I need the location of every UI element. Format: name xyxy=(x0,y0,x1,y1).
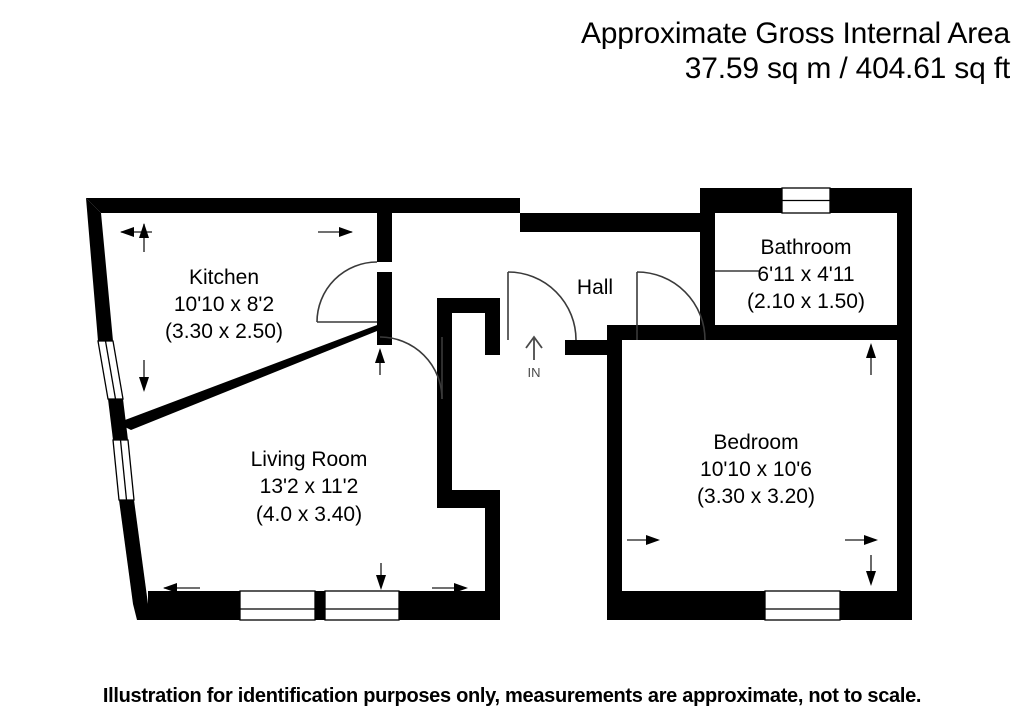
room-labels: Kitchen 10'10 x 8'2 (3.30 x 2.50) Living… xyxy=(165,236,865,526)
room-label-kitchen: Kitchen 10'10 x 8'2 (3.30 x 2.50) xyxy=(165,266,283,343)
window-group xyxy=(97,187,841,621)
kitchen-name: Kitchen xyxy=(189,266,259,289)
living-room-name: Living Room xyxy=(251,448,368,471)
wall-hall-left-lower-jog xyxy=(437,490,500,508)
wall-group-outer xyxy=(86,188,912,620)
wall-left-slant-midblock xyxy=(108,399,128,440)
kitchen-dim-metric: (3.30 x 2.50) xyxy=(165,320,283,343)
wall-bedroom-left xyxy=(607,340,622,620)
wall-living-right xyxy=(485,490,500,620)
room-label-living-room: Living Room 13'2 x 11'2 (4.0 x 3.40) xyxy=(251,448,368,526)
wall-top-bathroom-left xyxy=(700,188,782,213)
entrance-label: IN xyxy=(528,365,541,380)
dimension-bedroom-top-vert xyxy=(866,343,876,375)
bathroom-name: Bathroom xyxy=(760,236,851,259)
wall-top-bathroom-right xyxy=(830,188,912,213)
disclaimer-text: Illustration for identification purposes… xyxy=(102,685,922,707)
door-kitchen xyxy=(316,261,378,323)
wall-hall-left-jog xyxy=(485,298,500,355)
dimension-kitchen-bottom-vert xyxy=(139,360,149,392)
window-bedroom-bottom xyxy=(764,590,841,621)
dimension-living-bottom-right xyxy=(432,583,468,593)
area-value: 37.59 sq m / 404.61 sq ft xyxy=(684,52,1010,86)
window-bathroom-top xyxy=(781,187,831,214)
entrance-marker: IN xyxy=(525,335,543,380)
wall-bottom-living-right xyxy=(399,591,500,620)
wall-hall-right-jamb xyxy=(565,340,622,355)
dimension-group xyxy=(120,223,878,593)
area-header: Approximate Gross Internal Area 37.59 sq… xyxy=(581,16,1010,87)
living-room-dim-imperial: 13'2 x 11'2 xyxy=(260,475,359,498)
window-left-lower xyxy=(112,439,135,501)
room-label-bathroom: Bathroom 6'11 x 4'11 (2.10 x 1.50) xyxy=(747,236,865,313)
hall-label: Hall xyxy=(577,276,613,299)
dimension-bedroom-right xyxy=(845,535,878,545)
room-label-bedroom: Bedroom 10'10 x 10'6 (3.30 x 3.20) xyxy=(697,431,815,508)
bathroom-dim-imperial: 6'11 x 4'11 xyxy=(757,263,854,286)
door-bathroom xyxy=(636,271,706,341)
dimension-kitchen-right xyxy=(318,227,353,237)
wall-kitchen-living-diagonal xyxy=(117,325,392,430)
wall-bathroom-bottom xyxy=(607,325,897,340)
wall-top-middle xyxy=(520,213,712,232)
window-left-upper xyxy=(97,340,124,400)
living-room-dim-metric: (4.0 x 3.40) xyxy=(256,503,362,526)
kitchen-dim-imperial: 10'10 x 8'2 xyxy=(174,293,274,316)
wall-bottom-bedroom-right xyxy=(840,591,912,620)
dimension-bedroom-bottom-vert xyxy=(866,555,876,586)
dimension-living-top-vert xyxy=(375,348,385,375)
bedroom-dim-metric: (3.30 x 3.20) xyxy=(697,485,815,508)
door-hall-entry xyxy=(507,271,577,341)
dimension-kitchen-left-vert xyxy=(139,223,149,252)
bathroom-dim-metric: (2.10 x 1.50) xyxy=(747,290,865,313)
wall-hall-left-stub xyxy=(437,298,452,508)
wall-left-slant-lower xyxy=(119,500,148,604)
bedroom-dim-imperial: 10'10 x 10'6 xyxy=(700,458,812,481)
dimension-living-bottom-vert xyxy=(376,563,386,590)
window-living-bottom-1 xyxy=(239,590,316,621)
wall-bathroom-left xyxy=(700,188,715,340)
wall-hall-left-top xyxy=(437,298,500,313)
area-title: Approximate Gross Internal Area xyxy=(580,17,1010,50)
dimension-bedroom-left xyxy=(627,535,660,545)
disclaimer-footer: Illustration for identification purposes… xyxy=(0,685,1024,708)
door-living-room xyxy=(379,336,443,400)
wall-right-outer xyxy=(897,188,912,620)
wall-left-slant-upper xyxy=(86,198,113,341)
bedroom-name: Bedroom xyxy=(713,431,798,454)
wall-bottom-living-mid xyxy=(315,591,325,620)
door-group xyxy=(316,261,760,400)
wall-top-left xyxy=(86,198,520,213)
window-living-bottom-2 xyxy=(324,590,400,621)
wall-kitchen-door-jamb xyxy=(377,213,392,262)
wall-bottom-bedroom-left xyxy=(607,591,765,620)
wall-kitchen-right-stub xyxy=(377,272,392,345)
wall-bottom-living-left xyxy=(148,591,240,620)
dimension-living-bottom-left xyxy=(163,583,200,593)
